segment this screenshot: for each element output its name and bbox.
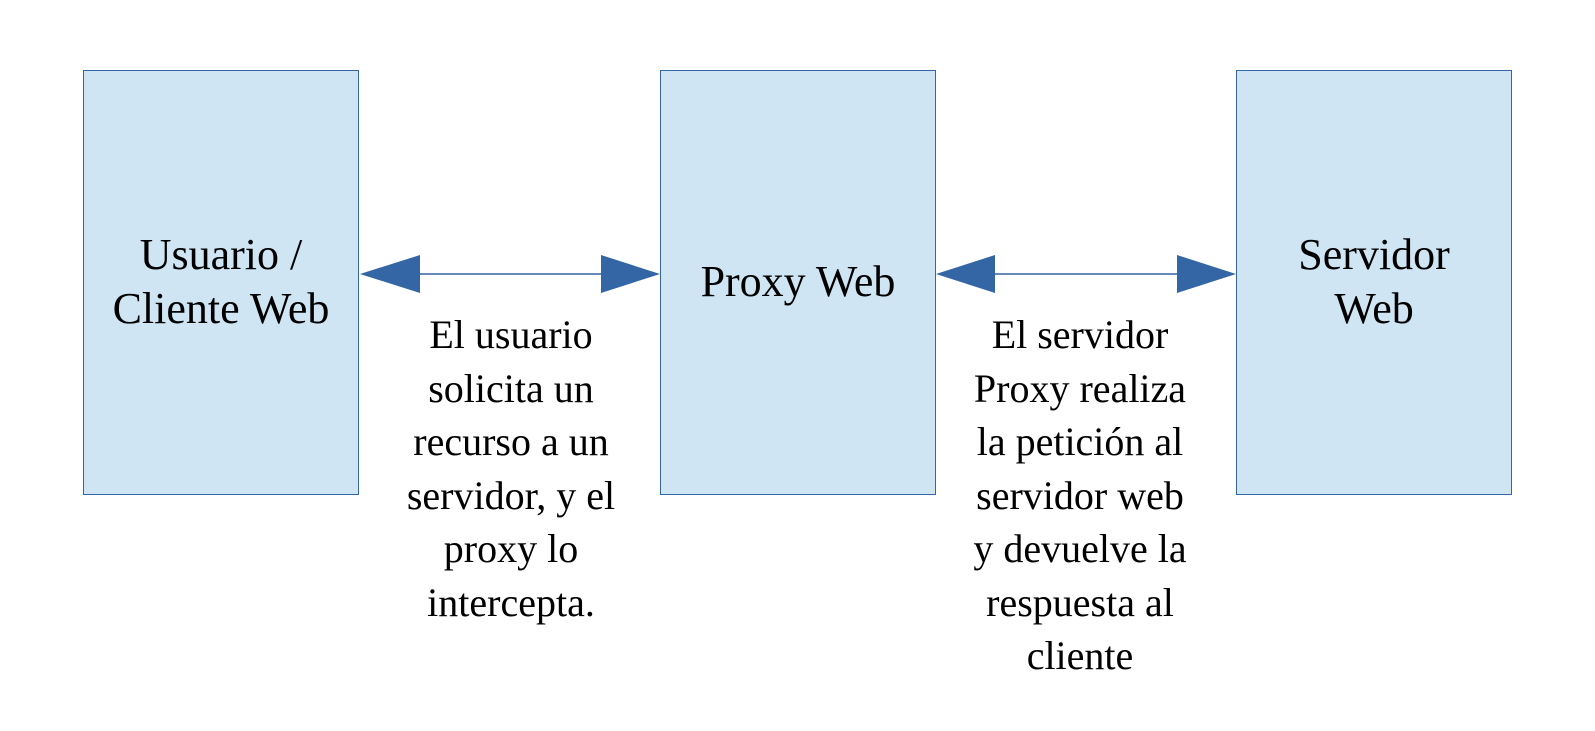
caption-client-proxy: El usuario solicita un recurso a un serv… — [406, 312, 616, 625]
proxy-label: Proxy Web — [700, 256, 896, 306]
proxy-box: Proxy Web — [660, 70, 936, 495]
server-box: Servidor Web — [1236, 70, 1512, 495]
client-label: Usuario / Cliente Web — [112, 229, 330, 333]
arrow-client-proxy — [360, 255, 660, 293]
client-box: Usuario / Cliente Web — [83, 70, 359, 495]
arrowhead-right-client-proxy — [601, 255, 660, 293]
arrow-proxy-server — [936, 255, 1236, 293]
arrowhead-left-proxy-server — [936, 255, 995, 293]
caption-proxy-server: El servidor Proxy realiza la petición al… — [973, 312, 1187, 678]
arrowhead-right-proxy-server — [1177, 255, 1236, 293]
server-label: Servidor Web — [1298, 229, 1450, 333]
arrowhead-left-client-proxy — [360, 255, 420, 293]
